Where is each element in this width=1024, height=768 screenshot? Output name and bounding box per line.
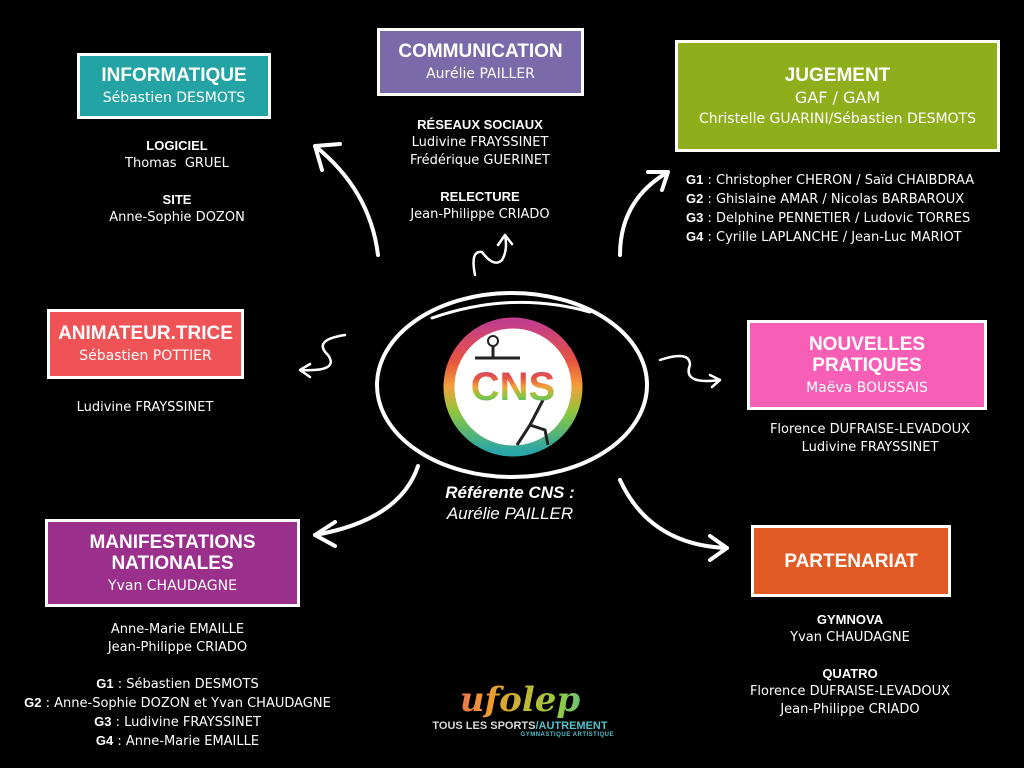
communication-lead: Aurélie PAILLER	[426, 66, 535, 82]
section-heading: GYMNOVA	[816, 612, 884, 627]
arrow-to-manifestations	[313, 464, 420, 548]
ufolep-logo: ufolep TOUS LES SPORTS/AUTREMENT GYMNAST…	[420, 682, 620, 738]
informatique-title: INFORMATIQUE	[101, 65, 247, 86]
animateur-box: ANIMATEUR.TRICE Sébastien POTTIER	[47, 309, 244, 379]
informatique-details: LOGICIEL Thomas GRUEL SITE Anne-Sophie D…	[77, 137, 277, 227]
arrow-to-jugement	[618, 170, 670, 257]
section-heading: RELECTURE	[440, 189, 520, 204]
group-row: G3 : Ludivine FRAYSSINET	[94, 714, 261, 730]
group-row: G3 : Delphine PENNETIER / Ludovic TORRES	[686, 210, 971, 226]
jugement-title: JUGEMENT	[784, 64, 891, 86]
communication-title: COMMUNICATION	[398, 41, 563, 62]
ufolep-tagline: TOUS LES SPORTS/AUTREMENT	[432, 720, 608, 732]
animateur-title: ANIMATEUR.TRICE	[58, 323, 233, 344]
section-heading: LOGICIEL	[146, 138, 208, 153]
member-name: Anne-Marie EMAILLE	[110, 622, 245, 637]
partenariat-details: GYMNOVA Yvan CHAUDAGNE QUATRO Florence D…	[735, 611, 965, 719]
arrow-to-partenariat	[618, 478, 729, 562]
manifestations-details: Anne-Marie EMAILLE Jean-Philippe CRIADO …	[0, 621, 355, 751]
member-name: Ludivine FRAYSSINET	[76, 400, 214, 415]
member-name: Jean-Philippe CRIADO	[780, 702, 920, 717]
member-name: Jean-Philippe CRIADO	[410, 207, 550, 222]
center-ellipse	[375, 291, 649, 479]
manifestations-lead: Yvan CHAUDAGNE	[108, 577, 237, 594]
cns-logo-text: CNS	[471, 365, 555, 409]
manifestations-title-2: NATIONALES	[111, 552, 234, 574]
jugement-subtitle: GAF / GAM	[794, 87, 881, 107]
member-name: Florence DUFRAISE-LEVADOUX	[749, 684, 951, 699]
section-heading: SITE	[162, 192, 192, 207]
partenariat-box: PARTENARIAT	[751, 525, 951, 597]
section-heading: RÉSEAUX SOCIAUX	[417, 117, 543, 132]
nouvelles-pratiques-lead: Maëva BOUSSAIS	[806, 379, 928, 396]
arrow-to-informatique	[313, 142, 380, 257]
center-ellipse-inner-stroke	[430, 300, 592, 320]
cns-logo-ring	[443, 317, 583, 457]
nouvelles-pratiques-details: Florence DUFRAISE-LEVADOUX Ludivine FRAY…	[755, 421, 985, 457]
group-row: G1 : Christopher CHERON / Saïd CHAIBDRAA	[686, 172, 975, 188]
member-name: Anne-Sophie DOZON	[109, 210, 245, 225]
member-name: Frédérique GUERINET	[410, 153, 550, 168]
animateur-details: Ludivine FRAYSSINET	[45, 399, 245, 417]
communication-details: RÉSEAUX SOCIAUX Ludivine FRAYSSINET Fréd…	[380, 116, 580, 224]
informatique-lead: Sébastien DESMOTS	[102, 90, 246, 106]
nouvelles-pratiques-title-2: PRATIQUES	[812, 354, 922, 376]
arrow-to-animateur	[298, 333, 347, 379]
group-row: G2 : Anne-Sophie DOZON et Yvan CHAUDAGNE	[24, 695, 331, 711]
partenariat-title: PARTENARIAT	[784, 550, 918, 572]
member-name: Florence DUFRAISE-LEVADOUX	[769, 422, 971, 437]
member-name: Thomas GRUEL	[125, 156, 229, 171]
member-name: Ludivine FRAYSSINET	[411, 135, 549, 150]
manifestations-box: MANIFESTATIONS NATIONALES Yvan CHAUDAGNE	[45, 519, 300, 607]
member-name: Ludivine FRAYSSINET	[801, 440, 939, 455]
jugement-groups: G1 : Christopher CHERON / Saïd CHAIBDRAA…	[686, 171, 1016, 247]
referent-name: Aurélie PAILLER	[446, 504, 574, 523]
communication-box: COMMUNICATION Aurélie PAILLER	[377, 28, 584, 96]
jugement-lead: Christelle GUARINI/Sébastien DESMOTS	[698, 110, 976, 127]
ufolep-brand: ufolep	[420, 682, 620, 718]
referent-block: Référente CNS : Aurélie PAILLER	[400, 482, 620, 525]
gymnast-rings-icon	[475, 335, 520, 360]
arrow-to-nouvelles-pratiques	[658, 354, 722, 389]
group-row: G4 : Anne-Marie EMAILLE	[95, 733, 260, 749]
animateur-lead: Sébastien POTTIER	[79, 348, 212, 364]
ufolep-subline: GYMNASTIQUE ARTISTIQUE	[520, 732, 614, 738]
nouvelles-pratiques-title-1: NOUVELLES	[808, 333, 926, 355]
section-heading: QUATRO	[822, 666, 878, 681]
informatique-box: INFORMATIQUE Sébastien DESMOTS	[77, 53, 271, 119]
member-name: Yvan CHAUDAGNE	[790, 630, 910, 645]
nouvelles-pratiques-box: NOUVELLES PRATIQUES Maëva BOUSSAIS	[747, 320, 987, 410]
group-row: G2 : Ghislaine AMAR / Nicolas BARBAROUX	[686, 191, 965, 207]
gymnast-bridge-icon	[515, 399, 550, 446]
manifestations-title-1: MANIFESTATIONS	[89, 531, 256, 553]
group-row: G1 : Sébastien DESMOTS	[96, 676, 259, 692]
jugement-box: JUGEMENT GAF / GAM Christelle GUARINI/Sé…	[675, 40, 1000, 152]
arrow-to-communication	[472, 233, 514, 277]
group-row: G4 : Cyrille LAPLANCHE / Jean-Luc MARIOT	[686, 229, 962, 245]
member-name: Jean-Philippe CRIADO	[107, 640, 248, 655]
referent-label: Référente CNS :	[445, 483, 575, 502]
